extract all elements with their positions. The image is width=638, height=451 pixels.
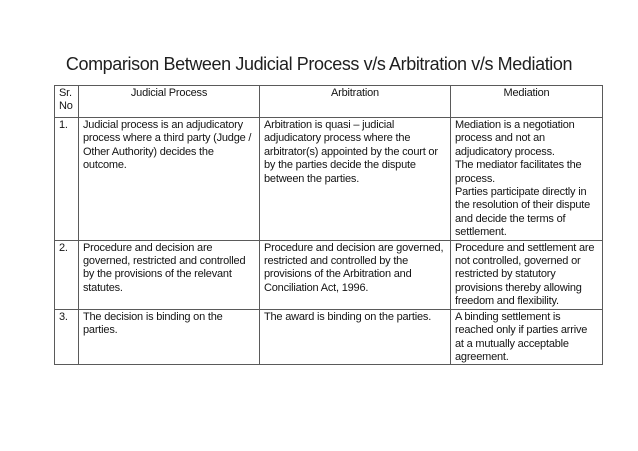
cell-judicial-process: Judicial process is an adjudicatory proc… <box>78 117 260 241</box>
cell-arbitration: Procedure and decision are governed, res… <box>259 239 451 310</box>
cell-judicial-process: The decision is binding on the parties. <box>78 308 260 366</box>
table-row: 3. The decision is binding on the partie… <box>54 308 603 366</box>
header-row: Sr. No Judicial Process Arbitration Medi… <box>54 85 603 118</box>
cell-mediation: Mediation is a negotiation process and n… <box>450 117 603 241</box>
table-row: 1. Judicial process is an adjudicatory p… <box>54 117 603 241</box>
header-arbitration: Arbitration <box>259 85 451 118</box>
comparison-table: Sr. No Judicial Process Arbitration Medi… <box>54 85 603 366</box>
cell-mediation: Procedure and settlement are not control… <box>450 239 603 310</box>
cell-mediation: A binding settlement is reached only if … <box>450 308 603 366</box>
cell-arbitration: Arbitration is quasi – judicial adjudica… <box>259 117 451 241</box>
header-sr-no: Sr. No <box>54 85 79 118</box>
cell-judicial-process: Procedure and decision are governed, res… <box>78 239 260 310</box>
header-judicial-process: Judicial Process <box>78 85 260 118</box>
page-title: Comparison Between Judicial Process v/s … <box>65 54 573 74</box>
table-row: 2. Procedure and decision are governed, … <box>54 239 603 310</box>
cell-arbitration: The award is binding on the parties. <box>259 308 451 366</box>
header-mediation: Mediation <box>450 85 603 118</box>
cell-sr-no: 2. <box>54 239 79 310</box>
cell-sr-no: 1. <box>54 117 79 241</box>
cell-sr-no: 3. <box>54 308 79 366</box>
